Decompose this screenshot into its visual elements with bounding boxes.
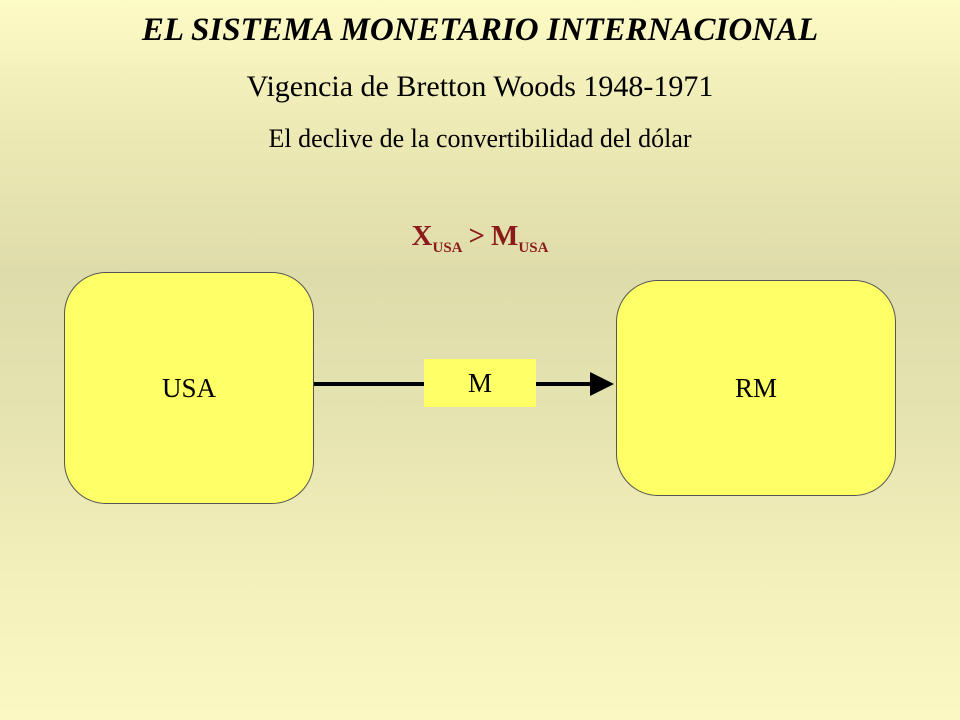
formula-right-sub: USA [518,240,549,256]
formula-left-var: X [411,220,433,252]
formula-right-var: M [491,220,519,252]
usa-box: USA [64,272,314,504]
flow-label-box: M [424,359,536,407]
formula-operator: > [468,220,486,252]
rm-box: RM [616,280,896,496]
usa-box-label: USA [161,372,216,403]
formula-left-sub: USA [432,240,463,256]
trade-balance-formula: XUSA>MUSA [0,216,960,261]
rm-box-label: RM [734,372,778,403]
page-subtitle: Vigencia de Bretton Woods 1948-1971 [246,70,714,103]
flow-label: M [467,367,492,398]
page-title: EL SISTEMA MONETARIO INTERNACIONAL [141,12,819,48]
page-subheading: El declive de la convertibilidad del dól… [268,124,692,153]
